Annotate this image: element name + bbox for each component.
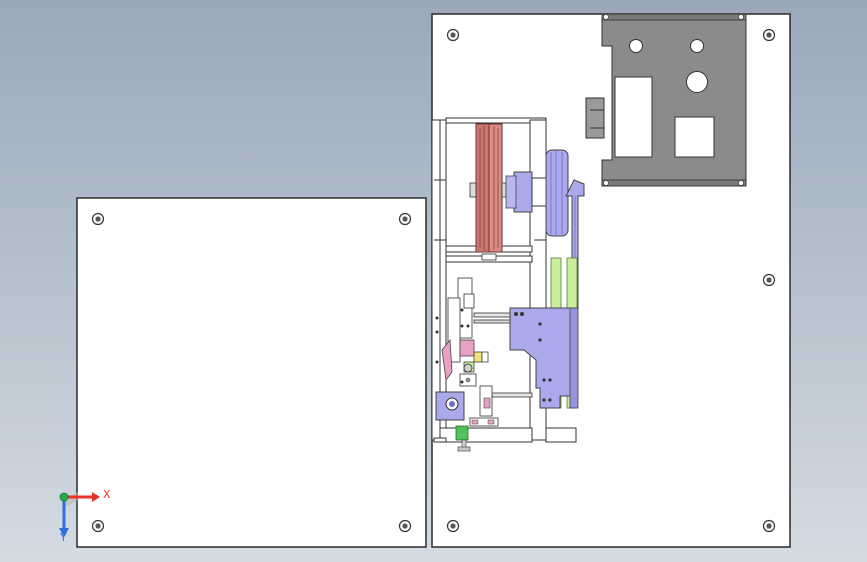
mounting-hole [446,519,460,533]
v-belt-pulley[interactable] [469,123,507,261]
mounting-hole [762,273,776,287]
left-panel[interactable] [76,197,427,548]
mounting-hole [446,28,460,42]
bracket-cutout [614,76,653,158]
bracket-plate[interactable] [585,13,747,187]
coordinate-triad: X Y [59,488,111,544]
bracket-hole [686,71,708,93]
bracket-cutout [674,116,715,158]
left-panel-outline [76,197,427,548]
mounting-hole [91,519,105,533]
mounting-hole [398,212,412,226]
mounting-hole [398,519,412,533]
mounting-hole [762,519,776,533]
mounting-hole [762,28,776,42]
x-axis-label: X [103,488,111,501]
z-axis-dot [59,492,69,502]
shaft-assembly[interactable] [505,149,569,237]
right-panel[interactable] [431,13,791,548]
bracket-hole [690,39,704,53]
bracket-hole [629,39,643,53]
linkage-parts[interactable] [435,277,499,452]
carriage-block[interactable] [509,307,579,409]
mounting-hole [91,212,105,226]
y-axis-label: Y [59,531,67,544]
base-plate [433,427,577,443]
